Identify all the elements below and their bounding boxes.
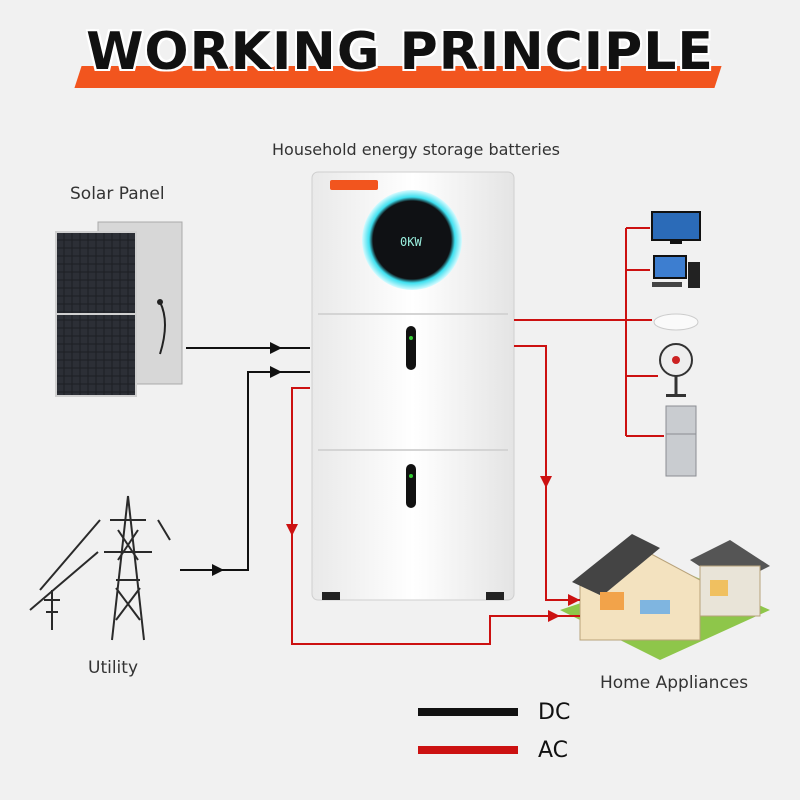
dc-arrows: [212, 342, 282, 576]
refrigerator-icon: [665, 405, 697, 477]
desktop-computer-icon: [652, 255, 700, 288]
battery-cabinet-icon: 0KW: [311, 171, 515, 601]
tv-icon: [651, 211, 701, 244]
legend-ac-label: AC: [538, 738, 569, 763]
svg-text:0KW: 0KW: [400, 235, 422, 249]
ceiling-light-icon: [653, 313, 699, 331]
fan-icon: [659, 343, 693, 397]
storage-label: Household energy storage batteries: [272, 140, 561, 159]
solar-panel-label: Solar Panel: [70, 184, 165, 204]
solar-panel-icon: [55, 221, 183, 397]
utility-pylon-icon: [29, 495, 171, 641]
house-icon: [560, 534, 770, 660]
dc-lines: [180, 347, 310, 571]
legend-dc-label: DC: [538, 700, 571, 725]
utility-label: Utility: [88, 658, 139, 678]
ac-arrows: [286, 476, 580, 622]
home-appliances-label: Home Appliances: [600, 673, 749, 693]
page-title: WORKING PRINCIPLE: [86, 22, 714, 82]
ac-lines: [291, 227, 664, 645]
